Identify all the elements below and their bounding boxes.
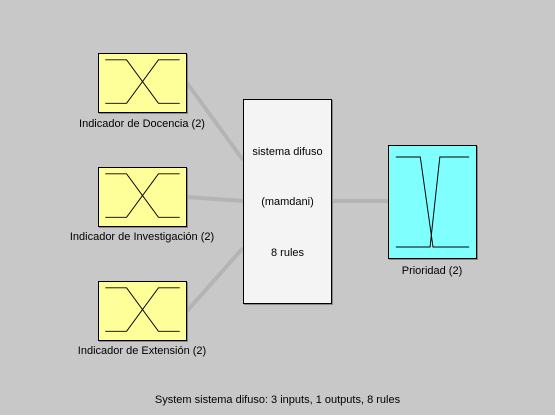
output-mf-box[interactable]	[388, 145, 477, 259]
output-label: Prioridad (2)	[401, 265, 463, 277]
mf-trapezoid-pair-icon	[395, 156, 470, 248]
input-label-2: Indicador de Investigación (2)	[69, 231, 215, 243]
fis-system-block[interactable]: sistema difuso (mamdani) 8 rules	[243, 99, 332, 304]
status-bar-text: System sistema difuso: 3 inputs, 1 outpu…	[154, 394, 401, 406]
input-mf-box-2[interactable]	[98, 167, 187, 227]
system-rules: 8 rules	[270, 247, 305, 259]
input-label-3: Indicador de Extensión (2)	[77, 345, 207, 357]
system-type: (mamdani)	[261, 196, 314, 208]
input-label-1: Indicador de Docencia (2)	[79, 118, 205, 130]
wire-input-1	[185, 81, 245, 162]
wire-input-2	[186, 195, 244, 203]
input-mf-box-1[interactable]	[98, 53, 187, 113]
wire-input-3	[185, 246, 245, 313]
mf-triangle-pair-icon	[105, 287, 180, 332]
mf-triangle-pair-icon	[105, 173, 180, 218]
mf-triangle-pair-icon	[105, 59, 180, 104]
input-mf-box-3[interactable]	[98, 281, 187, 341]
system-name: sistema difuso	[252, 146, 323, 158]
